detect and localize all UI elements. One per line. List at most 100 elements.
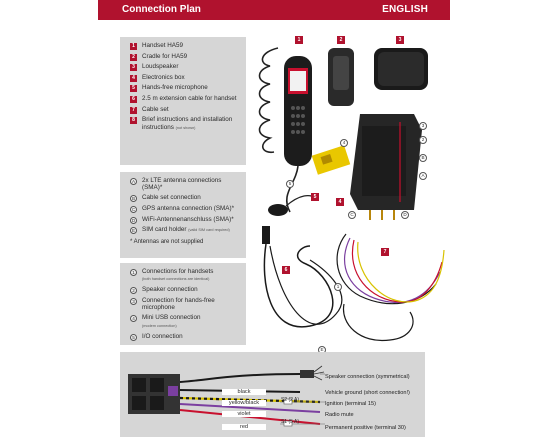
- product-illustration: [258, 47, 445, 342]
- callout-6: 6: [282, 266, 290, 274]
- wire-color-violet: violet: [222, 411, 266, 417]
- wire-function-speaker: Speaker connection (symmetrical): [325, 374, 410, 380]
- callout-2: 2: [337, 36, 345, 44]
- cable-set-image: [336, 233, 445, 342]
- component-number: 2: [130, 53, 137, 61]
- connection-item: 4 Mini USB connection(modem connection): [130, 314, 242, 330]
- connector-item: D WiFi-Antennenanschluss (SMA)*: [130, 216, 242, 224]
- wire-function-radio-mute: Radio mute: [325, 412, 354, 418]
- callout-circle-4: 4: [340, 139, 348, 147]
- wire-function-ground: Vehicle ground (short connection!): [325, 390, 410, 396]
- component-number: 4: [130, 74, 137, 82]
- connector-letter: E: [130, 227, 137, 235]
- component-number: 5: [130, 85, 137, 93]
- callout-circle-A: A: [419, 172, 427, 180]
- callout-circle-2: 2: [419, 136, 427, 144]
- callout-1: 1: [295, 36, 303, 44]
- connector-letter: B: [130, 195, 137, 203]
- callout-circle-C: C: [348, 211, 356, 219]
- wire-function-permanent-positive: Permanent positive (terminal 30): [325, 425, 406, 431]
- connector-letter: C: [130, 206, 137, 213]
- callout-circle-3: 3: [419, 122, 427, 130]
- connector-note: (valid SIM card required): [188, 228, 230, 233]
- callout-7: 7: [381, 248, 389, 256]
- component-label: Handset HA59: [142, 42, 183, 49]
- fuse-s1-label: S1 (5 A): [280, 419, 300, 425]
- loudspeaker-image: [374, 48, 428, 90]
- sim-card-image: [311, 145, 351, 175]
- connection-item: 3 Connection for hands-free microphone: [130, 297, 242, 312]
- electronics-box-image: [350, 114, 422, 220]
- connection-number: 1: [130, 269, 137, 276]
- callout-3: 3: [396, 36, 404, 44]
- connector-item: E SIM card holder (valid SIM card require…: [130, 226, 242, 235]
- connection-number: 2: [130, 287, 137, 295]
- fuse-s2-label: S2 (2 A): [280, 397, 300, 403]
- component-item: 5 Hands-free microphone: [130, 84, 242, 93]
- component-item: 4 Electronics box: [130, 74, 242, 82]
- connection-label: Connection for hands-free microphone: [142, 297, 215, 312]
- connection-item: 1 Connections for handsets (both handset c…: [130, 268, 242, 284]
- connection-number: 3: [130, 298, 137, 305]
- connections-panel: 1 Connections for handsets (both handset c…: [120, 263, 246, 345]
- component-number: 1: [130, 43, 137, 50]
- component-label: Cradle for HA59: [142, 52, 188, 60]
- wire-function-ignition: Ignition (terminal 15): [325, 401, 376, 407]
- microphone-image: [268, 195, 317, 216]
- component-label: Cable set: [142, 105, 169, 113]
- connector-item: B Cable set connection: [130, 194, 242, 203]
- connection-item: 2 Speaker connection: [130, 286, 242, 295]
- header-bar: Connection Plan ENGLISH: [98, 0, 450, 20]
- component-label: 2.5 m extension cable for handset: [142, 94, 237, 102]
- wire-color-black: black: [222, 389, 266, 395]
- connector-label: Cable set connection: [142, 194, 201, 202]
- component-number: 8: [130, 117, 137, 125]
- connector-letter: A: [130, 178, 137, 185]
- component-label: Loudspeaker: [142, 63, 179, 71]
- language-label: ENGLISH: [382, 4, 428, 15]
- component-item: 1 Handset HA59: [130, 42, 242, 50]
- connection-label: I/O connection: [142, 332, 183, 340]
- callout-5: 5: [311, 193, 319, 201]
- handset-image: [284, 56, 312, 213]
- wire-color-red: red: [222, 424, 266, 430]
- callout-circle-D: D: [401, 211, 409, 219]
- callout-circle-1: 1: [334, 283, 342, 291]
- component-number: 6: [130, 95, 137, 103]
- component-item: 3 Loudspeaker: [130, 63, 242, 72]
- component-label: Hands-free microphone: [142, 84, 208, 92]
- coiled-cord: [258, 47, 279, 154]
- page-title: Connection Plan: [122, 4, 201, 15]
- wiring-diagram: [128, 365, 325, 427]
- connection-label: Mini USB connection: [142, 314, 201, 322]
- component-item: 7 Cable set: [130, 106, 242, 114]
- connector-label: SIM card holder: [142, 226, 187, 234]
- connector-item: A 2x LTE antenna connections (SMA)*: [130, 177, 242, 192]
- wire-color-yellow-black: yellow/black: [222, 400, 266, 406]
- component-item: 6 2.5 m extension cable for handset: [130, 95, 242, 103]
- callout-circle-5: 5: [286, 180, 294, 188]
- extension-cable-image: [262, 226, 343, 328]
- connection-number: 4: [130, 315, 137, 323]
- connection-item: 5 I/O connection: [130, 333, 242, 341]
- antenna-note: * Antennas are not supplied: [130, 238, 204, 245]
- connector-label: 2x LTE antenna connections (SMA)*: [142, 177, 222, 192]
- connector-label: WiFi-Antennenanschluss (SMA)*: [142, 215, 234, 223]
- callout-4: 4: [336, 198, 344, 206]
- wiring-panel: black yellow/black violet red S2 (2 A) S…: [120, 352, 425, 437]
- component-item: 2 Cradle for HA59: [130, 53, 242, 61]
- connector-letter: D: [130, 216, 137, 224]
- callout-circle-B: B: [419, 154, 427, 162]
- component-number: 7: [130, 106, 137, 114]
- connection-number: 5: [130, 333, 137, 341]
- component-label: Electronics box: [142, 73, 185, 81]
- connection-note: (modem connection): [142, 323, 177, 328]
- component-note: (not shown): [175, 125, 196, 130]
- connector-label: GPS antenna connection (SMA)*: [142, 205, 235, 212]
- connection-note: (both handset connections are identical): [142, 277, 210, 282]
- cradle-image: [328, 48, 354, 106]
- component-number: 3: [130, 64, 137, 72]
- connection-label: Speaker connection: [142, 286, 198, 294]
- connection-label: Connections for handsets: [142, 268, 214, 275]
